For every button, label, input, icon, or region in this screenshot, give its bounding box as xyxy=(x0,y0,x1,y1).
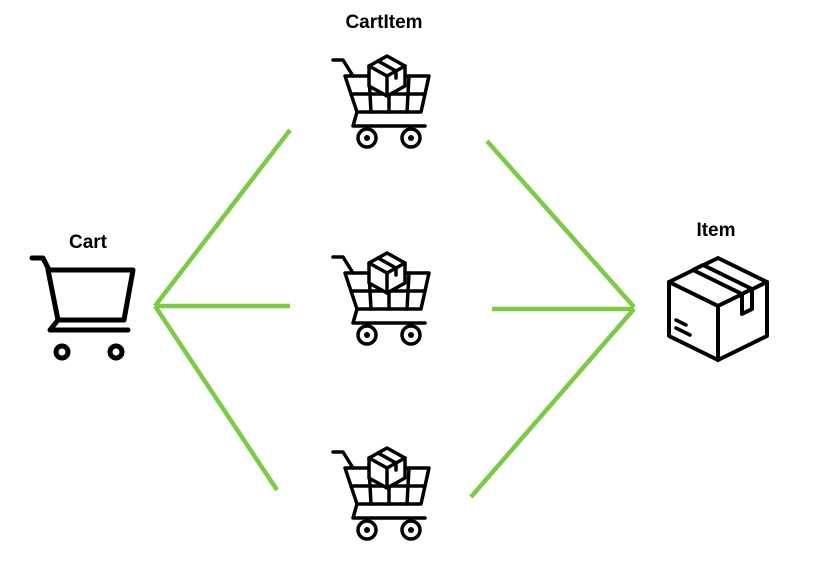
connector-cartitem-top-to-item xyxy=(485,139,636,309)
cartitem-node-middle xyxy=(331,251,431,346)
connector-cart-to-cartitem-top xyxy=(153,128,292,308)
shopping-cart-icon xyxy=(29,255,136,361)
cart-connectors xyxy=(153,128,292,492)
package-box-icon xyxy=(667,256,769,362)
item-connectors xyxy=(469,139,636,499)
cart-with-box-icon xyxy=(331,54,431,149)
cart-node: Cart xyxy=(29,232,136,361)
cart-with-box-icon xyxy=(331,251,431,346)
cartitem-node-top: CartItem xyxy=(331,12,431,149)
cart-label: Cart xyxy=(69,232,108,253)
connector-cart-to-cartitem-bottom xyxy=(153,304,279,492)
cartitem-node-bottom xyxy=(331,446,431,541)
item-label: Item xyxy=(696,220,735,241)
connector-cartitem-bottom-to-item xyxy=(469,307,636,499)
cartitem-label: CartItem xyxy=(345,12,422,33)
cart-with-box-icon xyxy=(331,446,431,541)
item-node: Item xyxy=(667,220,769,362)
